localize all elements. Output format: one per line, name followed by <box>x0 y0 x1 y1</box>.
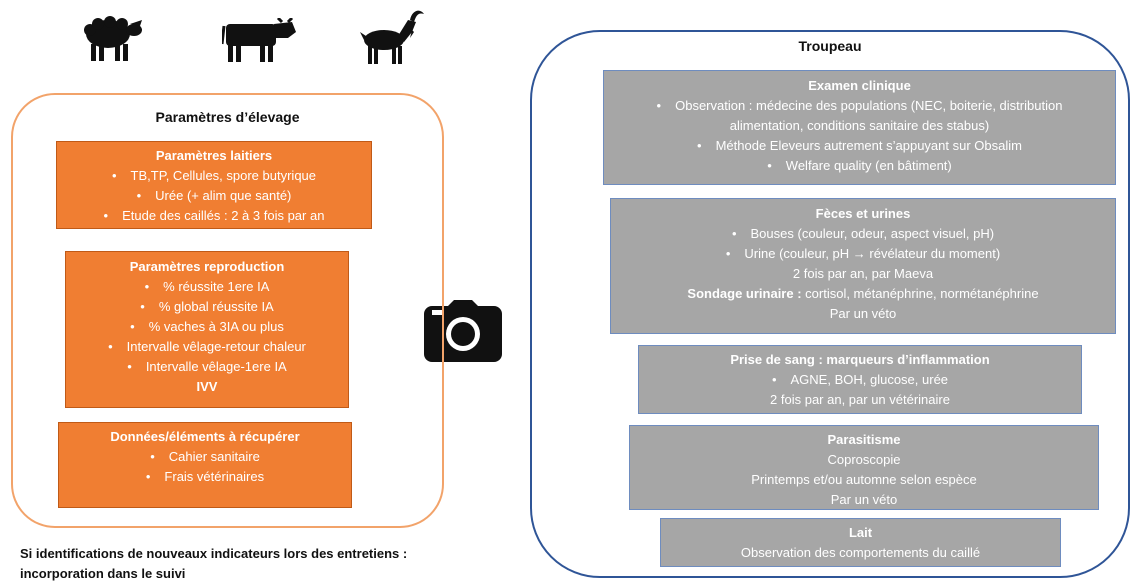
elevage-frame: Paramètres d’élevage <box>11 93 444 528</box>
sondage-values: cortisol, métanéphrine, normétanéphrine <box>801 286 1039 301</box>
sondage-label: Sondage urinaire : <box>687 286 802 301</box>
box-title: Parasitisme <box>827 432 901 447</box>
elevage-title: Paramètres d’élevage <box>155 109 300 125</box>
list-item: % vaches à 3IA ou plus <box>66 317 348 337</box>
donnees-box: Données/éléments à récupérer Cahier sani… <box>58 422 352 508</box>
list-item: Urine (couleur, pH → révélateur du momen… <box>611 244 1115 264</box>
sondage-line: Sondage urinaire : cortisol, métanéphrin… <box>611 284 1115 304</box>
list-item: Par un véto <box>830 492 898 507</box>
box-title: Paramètres laitiers <box>155 148 273 163</box>
parametres-reproduction-box: Paramètres reproduction % réussite 1ere … <box>65 251 349 408</box>
footer-line: incorporation dans le suivi <box>20 566 186 581</box>
parametres-laitiers-box: Paramètres laitiers TB,TP, Cellules, spo… <box>56 141 372 229</box>
box-title: Prise de sang : marqueurs d’inflammation <box>730 352 990 367</box>
troupeau-title: Troupeau <box>798 38 862 54</box>
examen-clinique-box: Examen clinique Observation : médecine d… <box>603 70 1116 185</box>
box-title: Lait <box>848 525 873 540</box>
box-title: Examen clinique <box>808 78 911 93</box>
sheep-icon <box>82 14 144 64</box>
parasitisme-box: Parasitisme Coproscopie Printemps et/ou … <box>629 425 1099 510</box>
footer-line: Si identifications de nouveaux indicateu… <box>20 546 408 561</box>
list-item: % réussite 1ere IA <box>66 277 348 297</box>
list-item: Urée (+ alim que santé) <box>57 186 371 206</box>
troupeau-frame: Troupeau <box>530 30 1130 578</box>
cow-icon <box>222 18 298 64</box>
list-item: Intervalle vêlage-1ere IA <box>66 357 348 377</box>
feces-urines-box: Fèces et urines Bouses (couleur, odeur, … <box>610 198 1116 334</box>
box-title: Fèces et urines <box>815 206 911 221</box>
list-item: 2 fois par an, par Maeva <box>792 266 934 281</box>
box-title: Paramètres reproduction <box>129 259 285 274</box>
list-item: Bouses (couleur, odeur, aspect visuel, p… <box>611 224 1115 244</box>
list-item: Cahier sanitaire <box>59 447 351 467</box>
list-item: AGNE, BOH, glucose, urée <box>639 370 1081 390</box>
prise-de-sang-box: Prise de sang : marqueurs d’inflammation… <box>638 345 1082 414</box>
ivv-label: IVV <box>196 379 218 394</box>
list-item: Méthode Eleveurs autrement s’appuyant su… <box>604 136 1115 156</box>
list-item: Intervalle vêlage-retour chaleur <box>66 337 348 357</box>
list-item: 2 fois par an, par un vétérinaire <box>770 392 950 407</box>
list-item: Etude des caillés : 2 à 3 fois par an <box>57 206 371 226</box>
list-item: Printemps et/ou automne selon espèce <box>751 472 977 487</box>
list-item: Observation : médecine des populations (… <box>604 96 1115 116</box>
list-item: Observation des comportements du caillé <box>740 545 981 560</box>
goat-icon <box>360 8 426 66</box>
list-item: alimentation, conditions sanitaire des s… <box>729 118 990 133</box>
list-item: % global réussite IA <box>66 297 348 317</box>
list-item: Coproscopie <box>827 452 901 467</box>
footer-note: Si identifications de nouveaux indicateu… <box>20 544 407 584</box>
box-title: Données/éléments à récupérer <box>110 429 300 444</box>
list-item: Welfare quality (en bâtiment) <box>604 156 1115 176</box>
lait-box: Lait Observation des comportements du ca… <box>660 518 1061 567</box>
list-item: TB,TP, Cellules, spore butyrique <box>57 166 371 186</box>
list-item: Frais vétérinaires <box>59 467 351 487</box>
list-item: Par un véto <box>829 306 897 321</box>
